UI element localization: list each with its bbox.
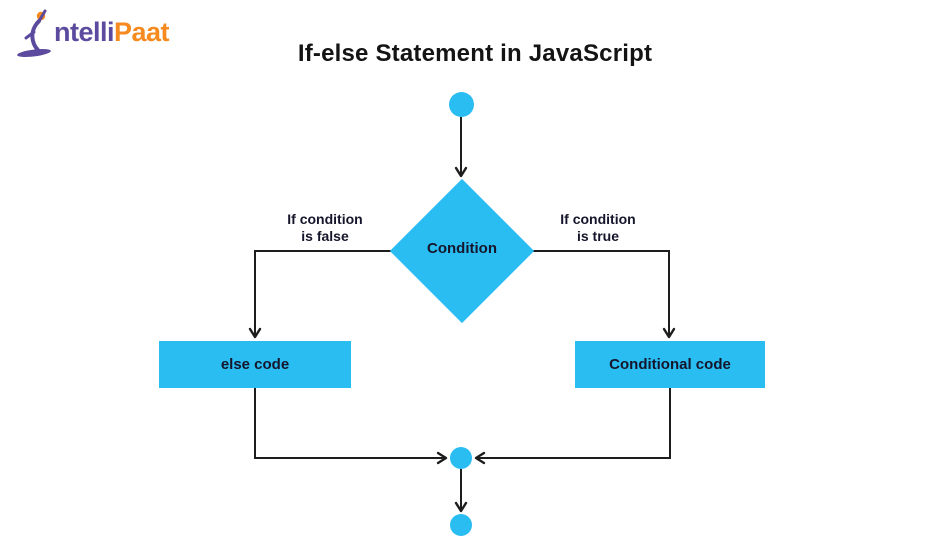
conditional-code-box: Conditional code xyxy=(575,341,765,388)
start-node xyxy=(449,92,474,117)
junction-node xyxy=(450,447,472,469)
end-node xyxy=(450,514,472,536)
arrow-condition-to-conditional xyxy=(532,250,676,339)
arrow-conditional-to-junction xyxy=(474,388,671,465)
wordmark-part-orange: Paat xyxy=(114,16,170,47)
false-branch-label: If condition is false xyxy=(287,211,363,244)
intellipaat-person-icon xyxy=(17,9,51,57)
condition-label: Condition xyxy=(427,240,497,257)
arrow-condition-to-else xyxy=(248,250,392,339)
true-branch-label: If condition is true xyxy=(560,211,636,244)
arrow-else-to-junction xyxy=(254,388,448,465)
else-code-box: else code xyxy=(159,341,351,388)
intellipaat-logo: ntelliPaat xyxy=(14,6,174,64)
intellipaat-wordmark: ntelliPaat xyxy=(54,16,170,48)
page-title: If-else Statement in JavaScript xyxy=(297,40,653,67)
wordmark-part-purple: ntelli xyxy=(54,16,115,47)
